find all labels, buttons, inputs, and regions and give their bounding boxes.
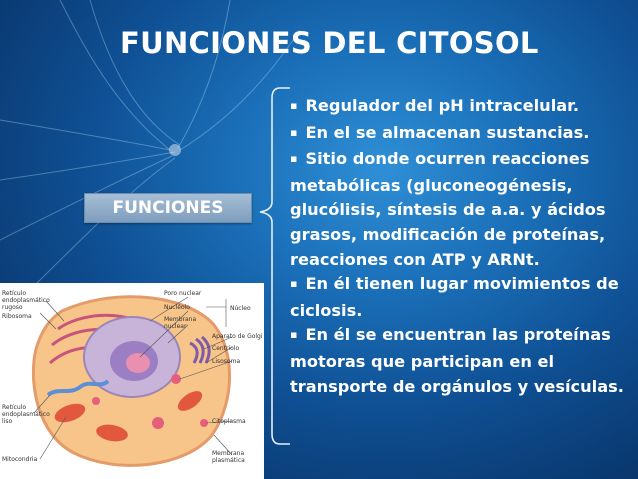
label-reticulo-liso: Retículo — [2, 404, 26, 411]
label-ribosoma: Ribosoma — [2, 313, 32, 320]
cell-illustration: Retículo endoplasmático rugoso Ribosoma … — [2, 290, 263, 467]
label-centriolo: Centriolo — [212, 345, 240, 352]
bullet-square-icon: ▪ — [290, 99, 298, 112]
svg-text:nuclear: nuclear — [164, 323, 187, 330]
funciones-label: FUNCIONES — [84, 193, 252, 223]
functions-list: ▪Regulador del pH intracelular. ▪En el s… — [290, 94, 630, 399]
bullet-square-icon: ▪ — [290, 125, 298, 139]
function-item: ▪Sitio donde ocurren reacciones metabóli… — [290, 149, 606, 269]
label-golgi: Aparato de Golgi — [212, 333, 263, 340]
function-item: ▪Regulador del pH intracelular. — [290, 96, 580, 115]
slide-title: FUNCIONES DEL CITOSOL — [120, 26, 539, 60]
left-brace — [259, 87, 290, 445]
bullet-square-icon: ▪ — [290, 277, 298, 291]
label-membrana-nuclear: Membrana — [164, 316, 196, 323]
function-item: ▪En el se almacenan sustancias. — [290, 122, 590, 142]
label-citoplasma: Citoplasma — [212, 418, 246, 425]
function-item: ▪En él tienen lugar movimientos de ciclo… — [290, 274, 619, 320]
svg-text:liso: liso — [2, 418, 12, 425]
svg-text:plasmática: plasmática — [212, 457, 245, 464]
label-poro-nuclear: Poro nuclear — [164, 290, 202, 297]
svg-text:rugoso: rugoso — [2, 304, 23, 311]
label-reticulo-rugoso: Retículo — [2, 290, 26, 297]
label-nucleo: Núcleo — [230, 305, 251, 312]
bullet-square-icon: ▪ — [290, 152, 298, 166]
label-lisosoma: Lisosoma — [212, 358, 240, 365]
svg-text:endoplasmático: endoplasmático — [2, 297, 50, 304]
function-item: ▪En él se encuentran las proteínas motor… — [290, 325, 624, 396]
label-membrana-plasmatica: Membrana — [212, 450, 244, 457]
label-mitocondria: Mitocondria — [2, 456, 38, 463]
animal-cell-diagram: Retículo endoplasmático rugoso Ribosoma … — [0, 283, 264, 479]
bullet-square-icon: ▪ — [290, 328, 298, 342]
svg-text:endoplasmático: endoplasmático — [2, 411, 50, 418]
label-nucleolo: Nucléolo — [164, 304, 190, 311]
